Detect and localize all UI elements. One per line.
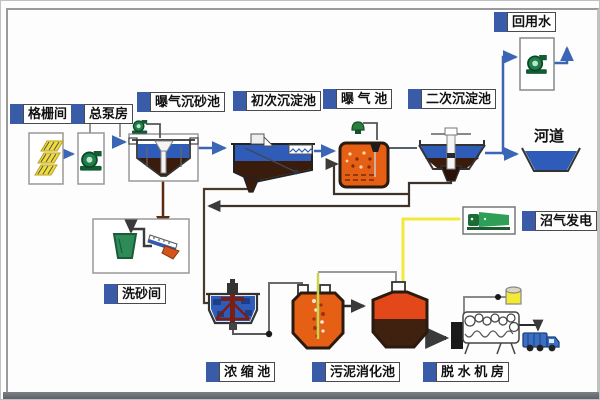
bubbles [345, 151, 374, 181]
label-grate-room: 格栅间 [10, 104, 73, 124]
label-marker [423, 362, 436, 382]
thickener-scraper [215, 293, 250, 322]
label-text: 回用水 [507, 12, 557, 32]
label-aerated-grit-chamber: 曝气沉砂池 [137, 92, 226, 112]
primary-sedimentation-tank [231, 133, 315, 193]
label-marker [323, 89, 336, 109]
label-biogas-power: 沼气发电 [522, 211, 598, 231]
secondary-digester-tank [371, 281, 429, 349]
flow-pipes [60, 45, 574, 349]
aeration-tank [338, 121, 390, 189]
dewatering-station [451, 286, 560, 355]
label-marker [206, 362, 219, 382]
label-text: 曝气沉砂池 [150, 92, 226, 112]
belt-press-icon [462, 311, 520, 355]
river-channel [521, 147, 581, 172]
label-dewatering-room: 脱 水 机 房 [423, 362, 509, 382]
bucket-icon [112, 233, 138, 259]
label-text: 浓 缩 池 [219, 362, 276, 382]
label-text: 格栅间 [23, 104, 73, 124]
truck-icon [522, 332, 560, 352]
label-text: 污泥消化池 [325, 362, 401, 382]
grate-room [28, 132, 64, 185]
label-marker [408, 89, 421, 109]
label-marker [137, 92, 150, 112]
thickening-tank [206, 279, 260, 330]
biogas-generator [462, 206, 516, 235]
label-aeration-tank: 曝 气 池 [323, 89, 393, 109]
label-thickening-tank: 浓 缩 池 [206, 362, 276, 382]
scraper-icon [244, 133, 299, 175]
label-text: 脱 水 机 房 [436, 362, 509, 382]
label-marker [312, 362, 325, 382]
polymer-tank-icon [505, 286, 522, 305]
label-sludge-digestion-tank: 污泥消化池 [312, 362, 401, 382]
label-river: 河道 [534, 128, 565, 145]
label-text: 二次沉淀池 [421, 89, 497, 109]
label-text: 曝 气 池 [336, 89, 393, 109]
label-marker [494, 12, 507, 32]
label-reuse-water: 回用水 [494, 12, 557, 32]
sand-separator-icon [147, 234, 180, 260]
label-marker [104, 284, 117, 304]
label-text: 初次沉淀池 [246, 91, 322, 111]
label-sand-washing-room: 洗砂间 [104, 284, 167, 304]
label-primary-sedimentation: 初次沉淀池 [233, 91, 322, 111]
sand-washing-room [92, 218, 190, 274]
label-marker [522, 211, 535, 231]
label-text: 洗砂间 [117, 284, 167, 304]
label-marker [10, 104, 23, 124]
aerator-icon [351, 121, 365, 134]
reuse-water-pump [519, 37, 555, 91]
generator-icon [467, 212, 510, 230]
label-secondary-sedimentation: 二次沉淀池 [408, 89, 497, 109]
secondary-sedimentation-tank [418, 127, 486, 182]
label-text: 沼气发电 [535, 211, 598, 231]
sludge-digestion-tank [291, 273, 345, 350]
bottom-shadow-bar [3, 392, 599, 399]
pump-icon [131, 119, 148, 135]
label-text: 总泵房 [84, 104, 134, 124]
label-marker [71, 104, 84, 124]
label-main-pump-house: 总泵房 [71, 104, 134, 124]
label-marker [233, 91, 246, 111]
aerated-grit-chamber [128, 119, 199, 182]
bar-screen-icon [34, 140, 64, 176]
main-pump-house [77, 132, 105, 185]
